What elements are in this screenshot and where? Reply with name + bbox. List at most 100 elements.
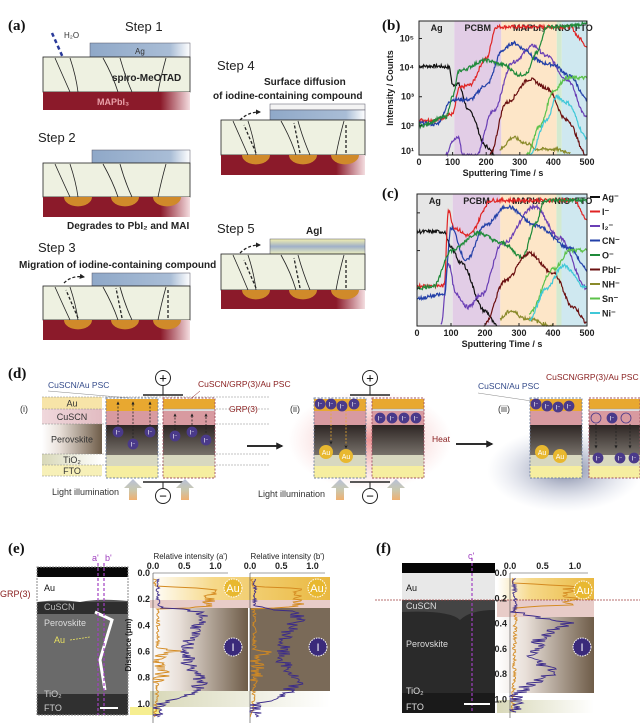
series-CN [418, 40, 588, 127]
tio2-band [150, 691, 330, 707]
x-tick-label: 0.5 [536, 561, 549, 571]
tio2-layer [163, 455, 215, 466]
plot-frame [418, 20, 588, 156]
step2-label: Step 2 [38, 130, 76, 145]
agi-layer [269, 238, 366, 255]
step4-label: Step 4 [217, 58, 255, 73]
cuscn-layer [372, 411, 424, 425]
iodide-ion-label: I⁻ [390, 417, 395, 423]
line-scan-a-label: a' [92, 553, 99, 563]
iodide-ion-label: I⁻ [596, 457, 601, 463]
panel-e-label: (e) [8, 541, 25, 557]
series-O [416, 197, 588, 291]
x-axis-label: Relative intensity (a') [154, 552, 228, 561]
x-tick-label: 1.0 [569, 561, 582, 571]
region-ag [419, 21, 455, 155]
x-tick-label: 1.0 [209, 561, 222, 571]
positive-sign: + [159, 371, 167, 386]
light-arrow-icon [176, 479, 194, 500]
iodide-ion-label: I⁻ [378, 417, 383, 423]
y-tick-label: 1.0 [494, 694, 507, 704]
iodide-ion [374, 412, 386, 424]
fto-layer [372, 466, 424, 478]
step4-caption-1: Surface diffusion [264, 77, 346, 88]
region-pcbm [454, 21, 502, 155]
tem-cuscn-region [37, 602, 128, 614]
region-label: FTO [575, 196, 593, 206]
tem-layer-label: CuSCN [44, 602, 75, 612]
pbi2-domains [242, 155, 359, 165]
region-label: Ag [431, 23, 443, 33]
au-particle [339, 449, 353, 463]
iodine-profile-line [508, 577, 575, 713]
cuscn-layer [163, 411, 215, 425]
negative-sign: − [159, 489, 167, 504]
fto-layer [314, 466, 366, 478]
iodide-ion [127, 438, 139, 450]
iodide-ion [552, 401, 564, 413]
iodide-ion [541, 400, 553, 412]
grp-label: GRP(3) [229, 404, 258, 414]
perovskite-layer [589, 425, 640, 455]
layer-label: CuSCN [57, 412, 88, 422]
iodide-ion-label: I⁻ [610, 417, 615, 423]
y-tick-label: 10⁴ [400, 63, 414, 73]
fto-layer [589, 466, 640, 478]
series-PbI [483, 250, 587, 327]
gold-profile-line [249, 578, 305, 717]
pbi2-domains [242, 290, 359, 300]
migration-arrows [63, 277, 169, 319]
grain-boundaries [232, 120, 345, 156]
au-badge-label: Au [576, 585, 589, 597]
legend-item: NH⁻ [590, 280, 620, 290]
au-particle-label: Au [556, 454, 565, 461]
x-axis-label: Sputtering Time / s [462, 339, 543, 349]
au-particle [535, 445, 549, 459]
series-Sn [526, 74, 588, 156]
au-pointer [69, 636, 91, 641]
iodide-ion-label: I⁻ [556, 406, 561, 412]
step3-label: Step 3 [38, 240, 76, 255]
legend-label: Sn⁻ [602, 294, 619, 304]
device-outline [162, 397, 216, 479]
step3-caption: Migration of iodine-containing compound [19, 260, 216, 271]
perovskite-layer [43, 92, 190, 110]
tem-layer-label: CuSCN [406, 601, 437, 611]
panel-f-label: (f) [376, 541, 391, 557]
y-tick-label: 10⁵ [400, 33, 414, 43]
iodide-ion-label: I⁻ [190, 431, 195, 437]
tem-layer-label: Au [406, 583, 417, 593]
au-particle [553, 449, 567, 463]
x-tick-label: 0.5 [275, 561, 288, 571]
device-outline [529, 397, 583, 479]
step2-caption: Degrades to PbI₂ and MAI [67, 221, 189, 232]
series-O [418, 20, 588, 130]
y-tick-label: 0.0 [494, 568, 507, 578]
layer-label: Au [66, 399, 77, 409]
x-tick-label: 400 [545, 328, 560, 338]
series-PbI [489, 77, 588, 156]
stage-label: (i) [20, 404, 28, 414]
negative-terminal-icon [362, 488, 378, 504]
grain-boundaries [232, 254, 345, 291]
au-particle [319, 445, 333, 459]
legend-label: Ag⁻ [602, 193, 619, 203]
grain-boundaries [54, 286, 167, 321]
iodine-profile-line [152, 578, 209, 718]
region-pcbm [452, 194, 501, 326]
grain-boundaries [54, 163, 167, 198]
plot-frame [416, 193, 588, 327]
positive-terminal-icon [155, 370, 171, 386]
legend-label: CN⁻ [602, 236, 620, 246]
device-outline [105, 397, 159, 479]
step5-label: Step 5 [217, 221, 255, 236]
stage-label: (ii) [290, 404, 300, 414]
cuscn-layer [314, 411, 366, 425]
y-tick-label: 10³ [401, 92, 414, 102]
tem-top-dark [37, 567, 128, 577]
mapbi3-label: MAPbI₃ [97, 97, 129, 107]
legend-item: O⁻ [590, 251, 614, 261]
iodide-ion-label: I⁻ [414, 417, 419, 423]
